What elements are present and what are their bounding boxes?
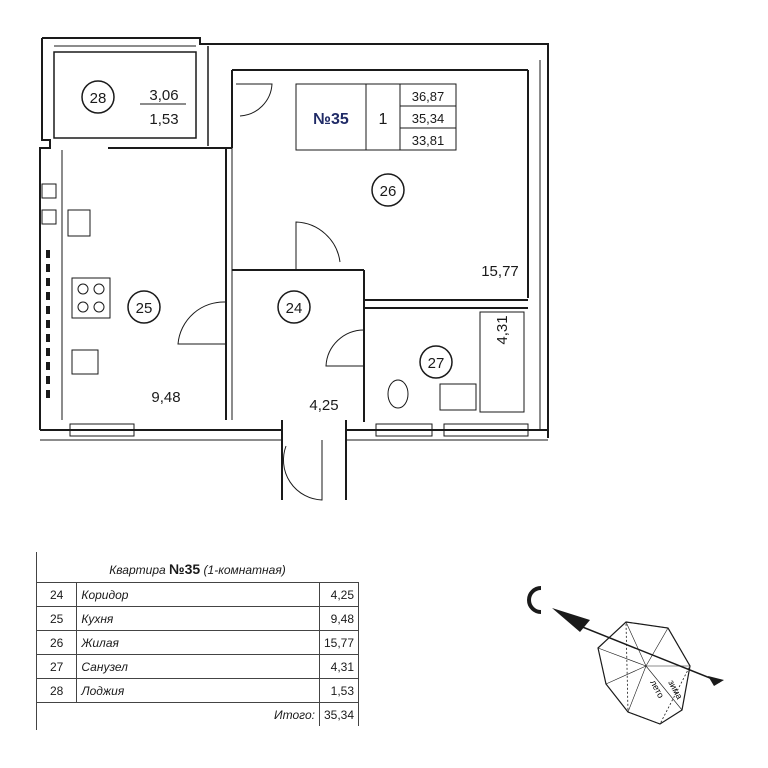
table-row: 24 Коридор 4,25 [35,582,360,607]
room-27-number: 27 [428,355,445,372]
row-name: Жилая [76,630,320,655]
row-number: 28 [35,678,78,703]
room-25-circle [127,290,161,324]
row-number: 24 [35,582,78,607]
living-door-swing [236,83,273,117]
row-area: 9,48 [318,606,360,631]
total-value: 35,34 [319,702,360,726]
entry-door-swing [282,440,323,501]
total-label: Итого: [36,702,320,726]
room-24-number: 24 [286,300,303,317]
kitchen-sink [71,349,99,375]
toilet [387,379,409,409]
compass: лето зима [527,586,724,725]
bathtub [479,311,525,413]
table-row: 27 Санузел 4,31 [35,654,360,679]
apartment-rooms-count: 1 [379,111,388,128]
room-26-number: 26 [380,183,397,200]
row-number: 25 [35,606,78,631]
apartment-area-living: 33,81 [412,133,445,148]
row-number: 26 [35,630,78,655]
room-26-circle [371,173,405,207]
room-27-area: 4,31 [494,315,511,344]
row-name: Кухня [76,606,320,631]
apartment-label-box [295,83,457,151]
row-name: Санузел [76,654,320,679]
west-radiator-2 [41,209,57,225]
bath-sink [439,383,477,411]
row-number: 27 [35,654,78,679]
room-26-area: 15,77 [481,263,519,280]
apartment-number: №35 [313,111,349,128]
row-area: 4,25 [318,582,360,607]
kitchen-counter [67,209,91,237]
north-icon [527,586,542,614]
title-number: №35 [169,561,201,577]
south-window-left [69,423,135,437]
table-row: 25 Кухня 9,48 [35,606,360,631]
wind-winter-label: зима [666,678,684,701]
table-row: 28 Лоджия 1,53 [35,678,360,703]
explication-table: 24 Коридор 4,25 25 Кухня 9,48 26 Жилая 1… [35,582,360,726]
title-prefix: Квартира [109,563,166,577]
room-25-area: 9,48 [151,389,180,406]
row-area: 1,53 [318,678,360,703]
corridor-door-swing [295,221,341,270]
row-name: Лоджия [76,678,320,703]
outer-wall [42,37,549,438]
total-row: Итого: 35,34 [36,702,360,726]
table-row: 26 Жилая 15,77 [35,630,360,655]
south-window-right [443,423,529,437]
room-28-area-bottom: 1,53 [149,111,178,128]
room-25-number: 25 [136,300,153,317]
apartment-area-total: 36,87 [412,89,445,104]
title-suffix: (1-комнатная) [203,563,286,577]
room-28-number: 28 [90,90,107,107]
row-area: 15,77 [318,630,360,655]
stove [71,277,111,319]
bathroom-door-swing [325,329,365,367]
room-24-area: 4,25 [309,397,338,414]
explication-title: Квартира №35 (1-комнатная) [36,556,359,583]
west-wall [39,38,51,430]
south-window-bath [375,423,433,437]
room-28-area-top: 3,06 [149,87,178,104]
loggia-outline [53,51,197,139]
row-area: 4,31 [318,654,360,679]
wind-rose-icon [597,621,691,725]
apartment-area-reduced: 35,34 [412,111,445,126]
room-28-circle [81,80,115,114]
west-radiator-1 [41,183,57,199]
room-27-circle [419,345,453,379]
wind-summer-label: лето [648,678,666,699]
room-24-circle [277,290,311,324]
kitchen-door-swing [177,301,227,345]
row-name: Коридор [76,582,320,607]
